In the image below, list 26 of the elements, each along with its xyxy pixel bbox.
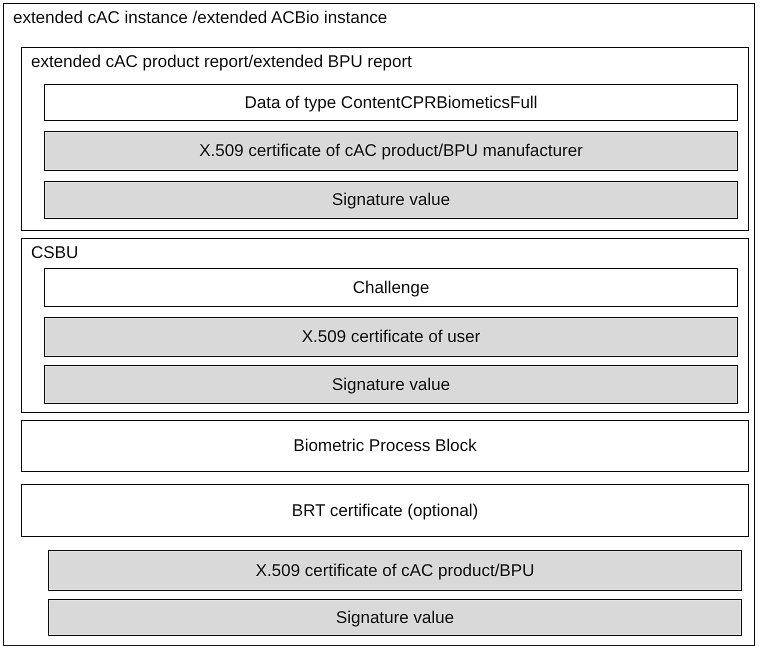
- field-label: Signature value: [336, 608, 454, 628]
- field-box: [21, 484, 749, 537]
- group-title: CSBU: [31, 243, 78, 263]
- field-label: Signature value: [332, 374, 450, 394]
- group-box: [21, 238, 749, 413]
- field-box: [44, 317, 738, 357]
- field-box: [44, 84, 738, 121]
- field-box: [44, 181, 738, 219]
- field-box: [44, 131, 738, 171]
- field-label: X.509 certificate of cAC product/BPU: [256, 560, 534, 580]
- field-box: [48, 550, 742, 591]
- group-box: [3, 3, 755, 646]
- group-box: [21, 47, 749, 231]
- group-title: extended cAC instance /extended ACBio instance: [13, 8, 388, 28]
- field-label: BRT certificate (optional): [292, 500, 478, 520]
- field-label: X.509 certificate of cAC product/BPU manufacturer: [199, 141, 583, 161]
- group-title: extended cAC product report/extended BPU report: [31, 52, 412, 72]
- field-box: [44, 365, 738, 404]
- field-label: Biometric Process Block: [293, 436, 477, 456]
- field-box: [21, 420, 749, 472]
- field-label: Challenge: [352, 278, 430, 298]
- field-label: X.509 certificate of user: [302, 327, 480, 347]
- field-label: Data of type ContentCPRBiometicsFull: [244, 92, 538, 112]
- field-label: Signature value: [332, 190, 450, 210]
- field-box: [44, 268, 738, 307]
- field-box: [48, 599, 742, 636]
